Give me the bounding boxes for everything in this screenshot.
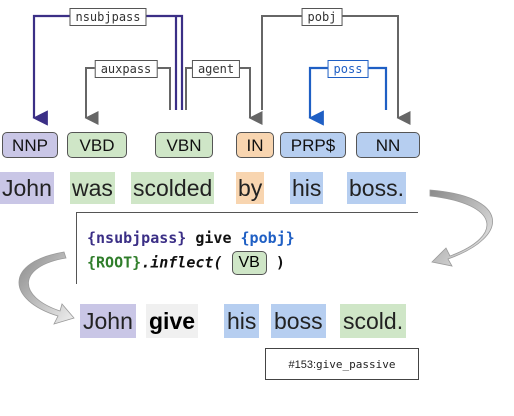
output-word-boss: boss — [271, 304, 326, 338]
arc-label-pobj: pobj — [301, 8, 343, 26]
word-by: by — [236, 172, 265, 204]
pos-tag-nn: NN — [356, 132, 420, 158]
word-john: John — [0, 172, 54, 204]
output-word-scold: scold. — [340, 304, 407, 338]
pos-tag-in: IN — [236, 132, 274, 158]
rule-close-paren: ) — [275, 253, 285, 272]
arc-label-poss: poss — [327, 60, 369, 78]
word-was: was — [70, 172, 115, 204]
rule-slot-root: {ROOT} — [87, 253, 142, 272]
pos-tag-vbn: VBN — [155, 132, 213, 158]
rule-method-inflect: .inflect( — [141, 253, 223, 272]
rule-literal-give: give — [195, 229, 232, 247]
word-his: his — [290, 172, 324, 204]
transformation-rule: {nsubjpass} give {pobj} {ROOT}.inflect( … — [76, 212, 418, 284]
word-boss: boss. — [347, 172, 406, 204]
rule-chip-vb: VB — [231, 251, 267, 275]
output-word-his: his — [224, 304, 260, 338]
rule-id-badge: #153:give_passive — [265, 348, 419, 380]
rule-line-2: {ROOT}.inflect( VB ) — [87, 251, 285, 275]
pos-tag-prp: PRP$ — [280, 132, 346, 158]
arc-label-auxpass: auxpass — [94, 60, 158, 78]
output-word-john: John — [80, 304, 136, 338]
arc-label-agent: agent — [191, 60, 241, 78]
rule-slot-pobj: {pobj} — [240, 229, 295, 247]
curved-arrow-right — [429, 189, 493, 267]
word-scolded: scolded — [131, 172, 215, 204]
pos-tag-vbd: VBD — [67, 132, 127, 158]
rule-id-name: give_passive — [316, 358, 396, 371]
pos-tag-nnp: NNP — [2, 132, 58, 158]
arc-label-nsubjpass: nsubjpass — [69, 8, 147, 26]
output-word-give: give — [146, 304, 199, 338]
curved-arrow-left — [18, 251, 75, 325]
rule-id-number: #153: — [288, 359, 317, 371]
rule-line-1: {nsubjpass} give {pobj} — [87, 229, 295, 247]
rule-slot-nsubjpass: {nsubjpass} — [87, 229, 187, 247]
